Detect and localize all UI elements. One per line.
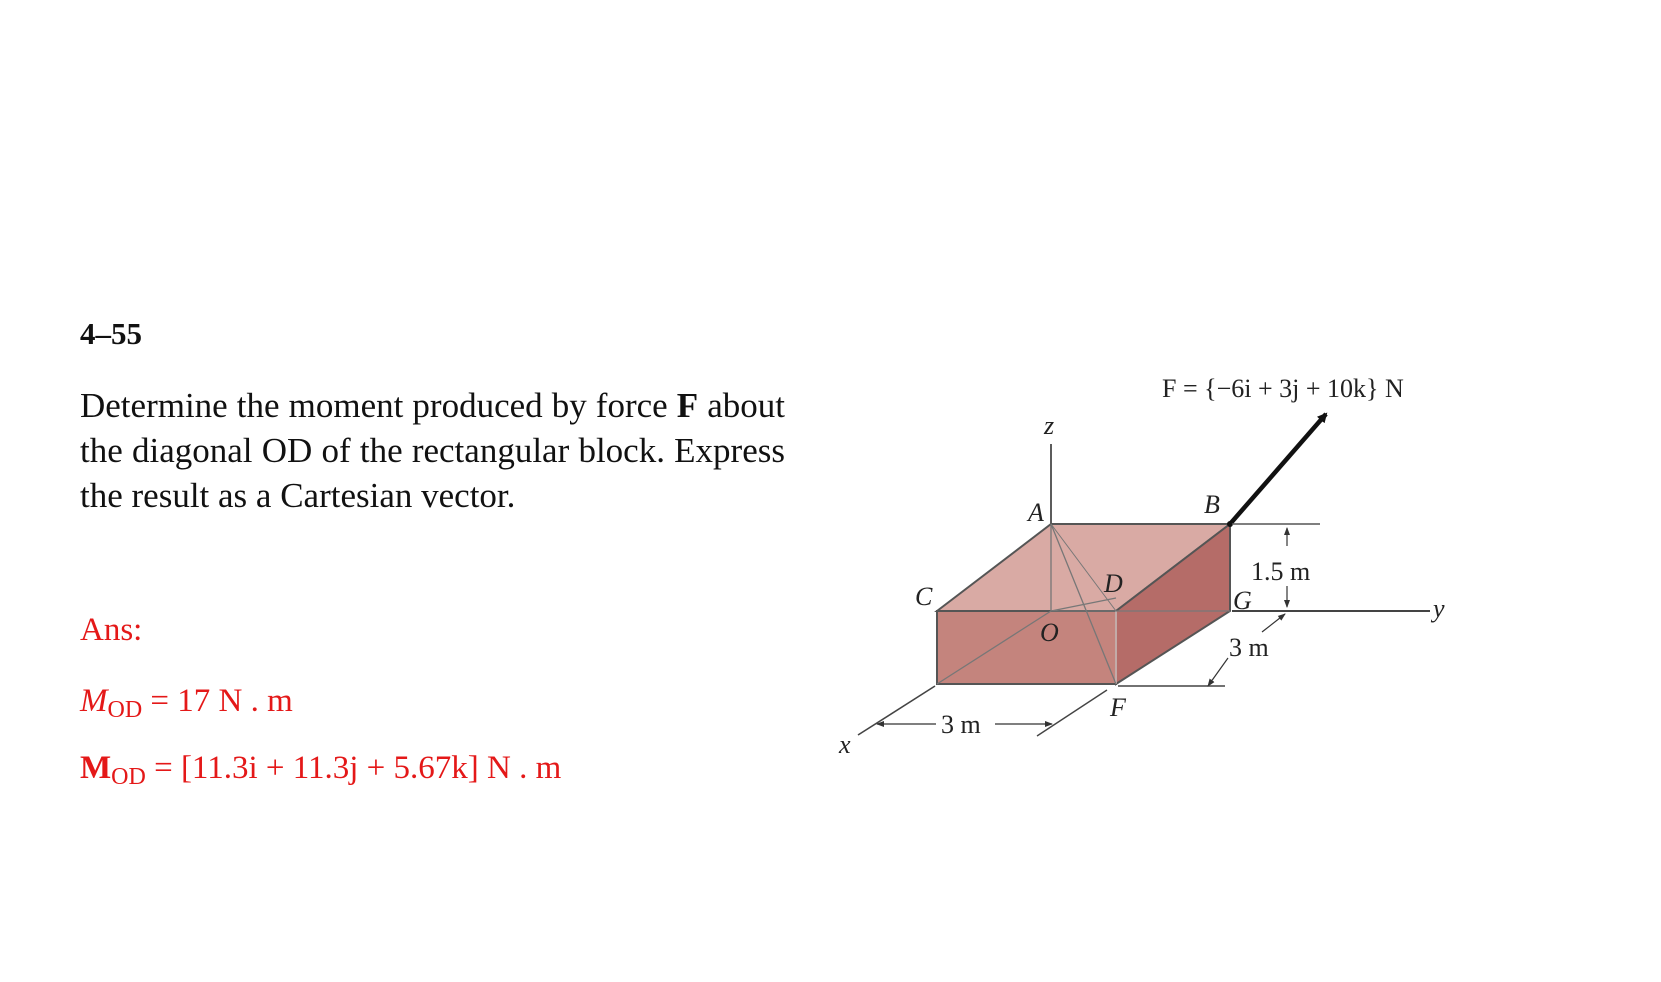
problem-statement: Determine the moment produced by force F… <box>80 383 785 518</box>
width-dimension-label: 3 m <box>941 710 981 739</box>
height-dimension-label: 1.5 m <box>1251 557 1310 586</box>
moment-subscript: OD <box>107 697 143 723</box>
force-label: F = {−6i + 3j + 10k} N <box>1162 374 1404 403</box>
x-label: x <box>838 730 851 759</box>
x-axis <box>857 685 936 736</box>
point-D-label: D <box>1103 569 1123 598</box>
problem-text-start: Determine the moment produced by force <box>80 386 677 425</box>
answer-label: Ans: <box>80 612 143 648</box>
moment-vector-subscript: OD <box>111 764 146 790</box>
z-label: z <box>1043 411 1054 440</box>
answer-vector: MOD = [11.3i + 11.3j + 5.67k] N . m <box>80 750 561 791</box>
problem-number: 4–55 <box>80 316 142 351</box>
answer-magnitude: MOD = 17 N . m <box>80 683 293 724</box>
y-label: y <box>1430 594 1445 623</box>
point-F-label: F <box>1109 693 1127 722</box>
force-symbol: F <box>676 386 699 425</box>
point-G-label: G <box>1233 586 1252 615</box>
moment-magnitude-value: = 17 N . m <box>150 683 293 719</box>
front-face <box>936 610 1117 685</box>
depth-dimension-label: 3 m <box>1229 633 1269 662</box>
point-B-label: B <box>1204 490 1220 519</box>
moment-vector-symbol: M <box>80 750 112 786</box>
force-arrow <box>1228 412 1328 526</box>
moment-vector-value: = [11.3i + 11.3j + 5.67k] N . m <box>154 750 562 786</box>
point-C-label: C <box>915 582 933 611</box>
point-O-label: O <box>1040 618 1059 647</box>
moment-symbol: M <box>80 683 108 719</box>
problem-text-end: about the diagonal OD of the rectangular… <box>80 386 785 515</box>
line-AF <box>1050 523 1117 685</box>
point-A-label: A <box>1026 498 1044 527</box>
